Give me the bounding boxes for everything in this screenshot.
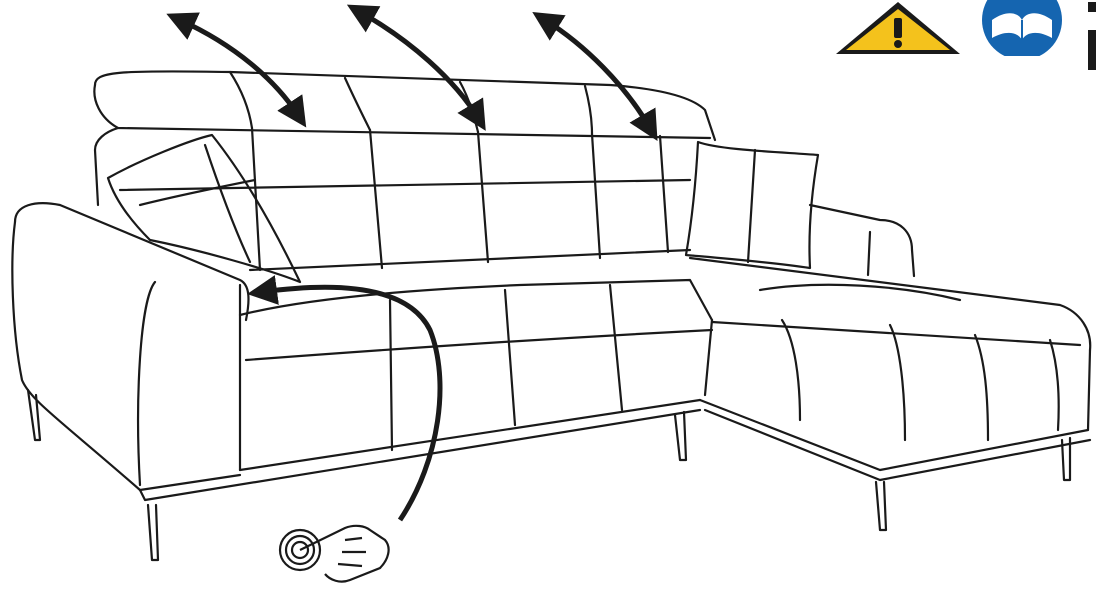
headrest-1-arrow xyxy=(166,12,307,128)
hand-press-icon xyxy=(278,524,390,583)
sofa-outline xyxy=(11,70,1092,562)
read-manual-icon xyxy=(982,0,1062,56)
headrest-3-arrow xyxy=(532,12,658,141)
armrest-adjust-arrow xyxy=(247,275,443,522)
headrest-2-arrow xyxy=(346,4,486,131)
page-edge-marks xyxy=(1088,2,1096,70)
warning-triangle-icon xyxy=(836,2,960,54)
